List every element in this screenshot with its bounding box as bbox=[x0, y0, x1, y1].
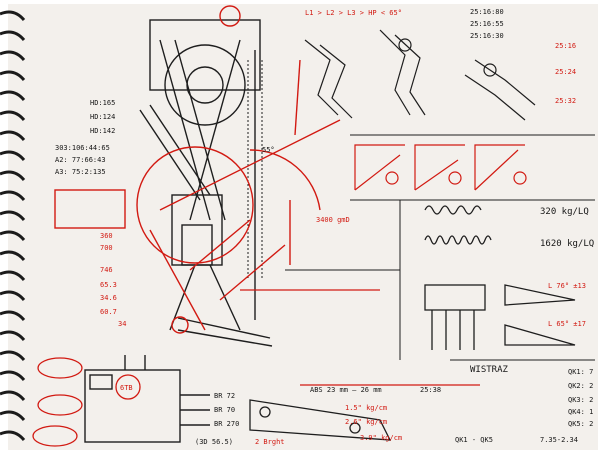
left-note-12: 60.7 bbox=[100, 308, 117, 316]
chain-drive bbox=[247, 60, 263, 280]
force-note: 3400 gmD bbox=[316, 216, 350, 224]
left-note-7: 360 bbox=[100, 232, 113, 240]
motor-value-1: BR 72 bbox=[214, 392, 235, 400]
spiral-binding bbox=[0, 10, 26, 442]
motor-box-sketch bbox=[84, 355, 210, 443]
leg-pose-sketches bbox=[304, 29, 536, 121]
divider-lines bbox=[285, 134, 595, 361]
ratio-b-text: 25:16:55 bbox=[470, 20, 504, 28]
left-note-13: 34 bbox=[118, 320, 126, 328]
left-note-2: HD:124 bbox=[90, 113, 115, 121]
motor-note: ABS 23 mm – 26 mm bbox=[310, 386, 382, 394]
foot-angle-1: L 76° ±13 bbox=[548, 282, 586, 290]
robot-leg-drawing bbox=[139, 19, 273, 347]
foot-angle-2: L 65° ±17 bbox=[548, 320, 586, 328]
torque-2-note: 2.6" kg/cm bbox=[345, 418, 387, 426]
left-note-8: 700 bbox=[100, 244, 113, 252]
motor-value-2: BR 70 bbox=[214, 406, 235, 414]
spring-2-rate: 1620 kg/LQ bbox=[540, 239, 594, 249]
bottom-part-sketch bbox=[249, 399, 392, 441]
left-note-1: HD:165 bbox=[90, 99, 115, 107]
model-note: 2 Brght bbox=[255, 438, 285, 446]
right-ratio-b: 25:24 bbox=[555, 68, 576, 76]
angle-note: 55° bbox=[262, 146, 275, 154]
ratio-a-text: 25:16:80 bbox=[470, 8, 504, 16]
time-text: 7.35-2.34 bbox=[540, 436, 578, 444]
spring-sketches bbox=[424, 205, 492, 245]
dimension-note: (3D 56.5) bbox=[195, 438, 233, 446]
wistraz-title: WISTRAZ bbox=[470, 365, 509, 375]
angle-diagrams bbox=[354, 144, 527, 191]
right-ratio-a: 25:16 bbox=[555, 42, 576, 50]
qk2-text: QK2: 2 bbox=[568, 382, 593, 390]
ratio-note: 25:38 bbox=[420, 386, 441, 394]
spring-1-rate: 320 kg/LQ bbox=[540, 207, 589, 217]
foot-gripper-sketch bbox=[424, 284, 576, 350]
left-note-11: 34.6 bbox=[100, 294, 117, 302]
qk3-text: QK3: 2 bbox=[568, 396, 593, 404]
red-bottom-marks bbox=[32, 289, 480, 447]
left-note-4: 303:106:44:65 bbox=[55, 144, 110, 152]
left-note-3: HD:142 bbox=[90, 127, 115, 135]
torque-1-note: 1.5" kg/cm bbox=[345, 404, 387, 412]
left-note-5: A2: 77:66:43 bbox=[55, 156, 106, 164]
left-note-10: 65.3 bbox=[100, 281, 117, 289]
motor-value-3: BR 270 bbox=[214, 420, 239, 428]
motor-label: 6TB bbox=[120, 384, 133, 392]
left-note-6: A3: 75:2:135 bbox=[55, 168, 106, 176]
left-note-9: 746 bbox=[100, 266, 113, 274]
torque-3-note: 3.9" kg/cm bbox=[360, 434, 402, 442]
right-ratio-c: 25:32 bbox=[555, 97, 576, 105]
top-sequence-text: L1 > L2 > L3 > HP < 65° bbox=[305, 9, 402, 17]
ratio-c-text: 25:16:30 bbox=[470, 32, 504, 40]
qk1-text: QK1: 7 bbox=[568, 368, 593, 376]
qk-range-text: QK1 - QK5 bbox=[455, 436, 493, 444]
red-annotation-arcs bbox=[54, 5, 341, 334]
qk4-text: QK4: 1 bbox=[568, 408, 593, 416]
qk5-text: QK5: 2 bbox=[568, 420, 593, 428]
notebook-page bbox=[8, 4, 598, 450]
